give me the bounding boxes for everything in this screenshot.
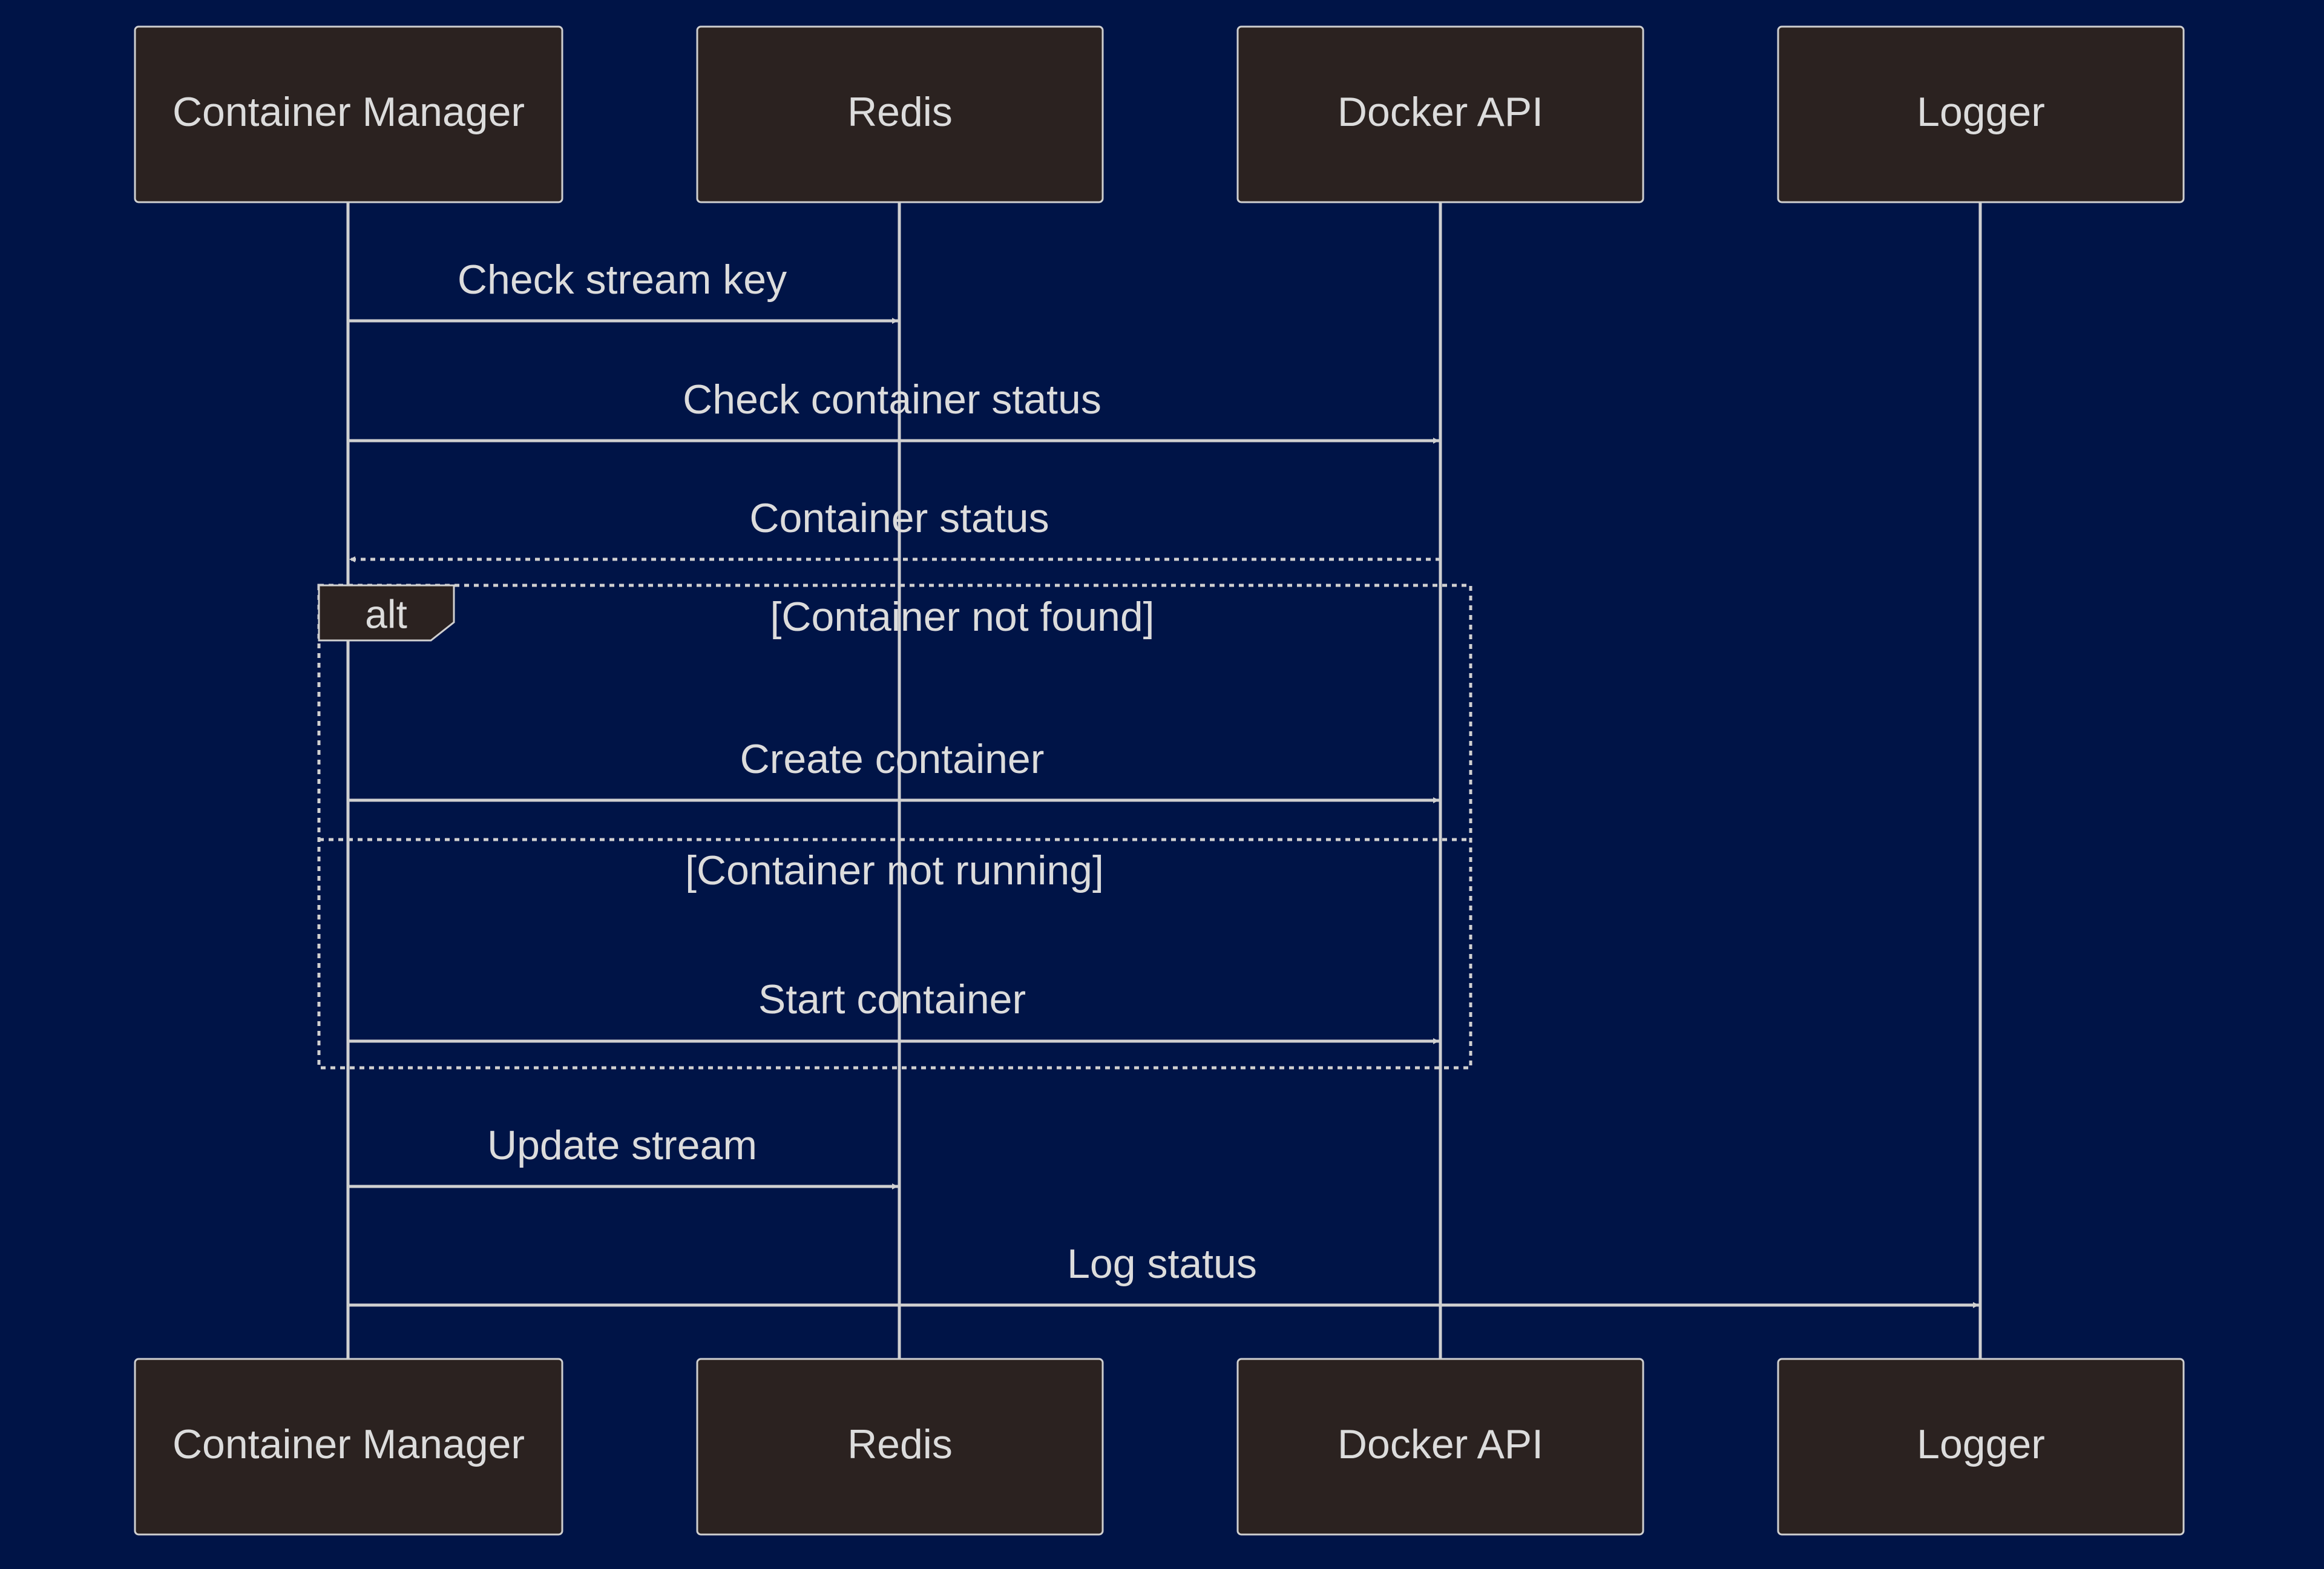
- participant-label: Docker API: [1338, 89, 1543, 135]
- alt-condition-1: [Container not found]: [770, 594, 1154, 640]
- participant-label: Container Manager: [172, 1421, 525, 1467]
- message-log-status: Log status: [348, 1241, 1979, 1308]
- participant-redis-top: Redis: [696, 25, 1104, 203]
- message-check-stream-key: Check stream key: [348, 257, 898, 324]
- alt-condition-2: [Container not running]: [685, 847, 1104, 893]
- participant-docker-api-bottom: Docker API: [1236, 1358, 1644, 1536]
- alt-label: alt: [365, 591, 407, 636]
- message-label: Container status: [749, 495, 1049, 541]
- message-start-container: Start container: [348, 976, 1439, 1044]
- participant-container-manager-bottom: Container Manager: [134, 1358, 563, 1536]
- participant-label: Redis: [847, 1421, 953, 1467]
- lifelines: [346, 203, 1982, 1359]
- alt-block-frame: [317, 584, 1472, 1070]
- message-label: Log status: [1067, 1241, 1257, 1287]
- messages: Check stream key Check container status …: [348, 257, 1979, 1308]
- participant-container-manager-top: Container Manager: [134, 25, 563, 203]
- participant-docker-api-top: Docker API: [1236, 25, 1644, 203]
- message-label: Create container: [740, 736, 1045, 782]
- message-label: Start container: [758, 976, 1026, 1022]
- participant-label: Logger: [1917, 1421, 2045, 1467]
- message-create-container: Create container: [348, 736, 1439, 803]
- message-label: Check container status: [683, 377, 1101, 423]
- participant-label: Container Manager: [172, 89, 525, 135]
- participant-redis-bottom: Redis: [696, 1358, 1104, 1536]
- alt-block: alt [Container not found] [Container not…: [317, 584, 1472, 1070]
- participant-label: Docker API: [1338, 1421, 1543, 1467]
- message-label: Update stream: [487, 1122, 757, 1168]
- message-container-status-reply: Container status: [349, 495, 1440, 562]
- participant-label: Redis: [847, 89, 953, 135]
- participant-logger-bottom: Logger: [1777, 1358, 2185, 1536]
- message-label: Check stream key: [458, 257, 787, 303]
- message-check-container-status: Check container status: [348, 377, 1439, 444]
- participant-label: Logger: [1917, 89, 2045, 135]
- alt-label-box: [318, 584, 455, 642]
- participant-logger-top: Logger: [1777, 25, 2185, 203]
- message-update-stream: Update stream: [348, 1122, 898, 1189]
